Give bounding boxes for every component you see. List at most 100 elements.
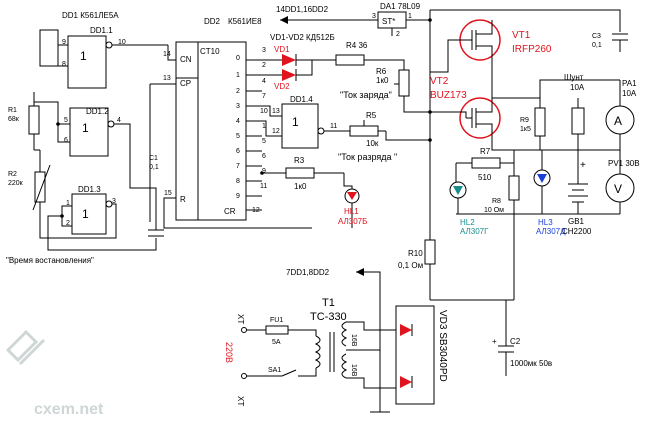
svg-text:16В: 16В: [350, 334, 357, 347]
svg-text:CT10: CT10: [200, 47, 220, 56]
svg-text:1к0: 1к0: [294, 182, 307, 191]
svg-text:R7: R7: [480, 147, 491, 156]
svg-text:3: 3: [372, 13, 376, 20]
svg-text:3: 3: [236, 103, 240, 110]
svg-text:VT1: VT1: [512, 30, 531, 41]
capacitor-c2: [498, 300, 514, 376]
svg-text:GB1: GB1: [568, 217, 585, 226]
svg-text:10к: 10к: [366, 139, 379, 148]
svg-text:4: 4: [262, 78, 266, 85]
svg-text:10: 10: [260, 108, 268, 115]
svg-text:1: 1: [292, 115, 299, 129]
watermark-logo: [5, 329, 46, 366]
diode-bridge-vd3: [395, 305, 435, 405]
battery-gb1: [568, 150, 588, 214]
svg-text:220к: 220к: [8, 180, 24, 187]
counter-dd2: CT10 CN CP R CR 0 1 2 3 4 5 6 7 8 9: [175, 41, 247, 221]
svg-text:+: +: [580, 160, 586, 171]
svg-text:R5: R5: [366, 111, 377, 120]
gate-dd1-3: 1: [71, 193, 113, 235]
svg-text:9: 9: [262, 168, 266, 175]
svg-text:7: 7: [236, 163, 240, 170]
svg-text:11: 11: [330, 123, 337, 130]
svg-text:1: 1: [82, 121, 89, 135]
resistor-r1: [28, 92, 40, 150]
svg-text:R10: R10: [408, 249, 423, 258]
resistor-r7: [456, 157, 514, 169]
svg-text:0,1: 0,1: [592, 42, 602, 49]
regulator-da1: ST*: [377, 11, 430, 36]
svg-text:0,1 Ом: 0,1 Ом: [398, 261, 423, 270]
svg-text:5: 5: [64, 117, 68, 124]
voltmeter-pv1: V: [605, 150, 635, 214]
svg-text:V: V: [614, 182, 622, 196]
svg-text:+: +: [492, 337, 497, 346]
svg-text:1000мк 50в: 1000мк 50в: [510, 359, 552, 368]
svg-text:7: 7: [262, 93, 266, 100]
svg-text:11: 11: [260, 183, 267, 190]
resistor-r6: [394, 69, 430, 113]
resistor-r8: [508, 150, 520, 214]
svg-text:C2: C2: [510, 337, 521, 346]
svg-text:4: 4: [236, 118, 240, 125]
dd1-2-label: DD1.2: [86, 107, 109, 116]
svg-text:0,1: 0,1: [149, 164, 159, 171]
resistor-r5: [349, 120, 386, 137]
charge-current-label: "Ток заряда": [340, 90, 392, 100]
svg-text:1: 1: [66, 200, 70, 207]
ground-supply-label: 7DD1,8DD2: [286, 268, 330, 277]
ammeter-pa1: А: [605, 80, 635, 150]
vd1-vd2-label: VD1-VD2 КД512Б: [270, 33, 335, 42]
svg-text:1: 1: [80, 49, 87, 63]
da1-supply-label: 14DD1,16DD2: [276, 5, 329, 14]
dd1-1-label: DD1.1: [90, 26, 113, 35]
svg-text:1: 1: [82, 207, 89, 221]
svg-text:R4 36: R4 36: [346, 41, 368, 50]
svg-text:SA1: SA1: [268, 367, 281, 374]
svg-text:68к: 68к: [8, 116, 20, 123]
svg-text:10А: 10А: [570, 83, 585, 92]
diode-vd2: [282, 69, 297, 81]
svg-text:1: 1: [262, 123, 266, 130]
discharge-current-label: "Ток разряда ": [338, 152, 397, 162]
svg-text:FU1: FU1: [270, 317, 283, 324]
svg-text:10А: 10А: [622, 89, 637, 98]
resistor-r9: [534, 98, 546, 150]
svg-text:АЛ307Д: АЛ307Д: [536, 227, 566, 236]
svg-text:13: 13: [272, 108, 280, 115]
svg-text:8: 8: [62, 61, 66, 68]
dd1-3-label: DD1.3: [78, 185, 101, 194]
switch-sa1: [281, 369, 297, 377]
svg-text:6: 6: [236, 148, 240, 155]
svg-text:6: 6: [262, 153, 266, 160]
svg-text:R3: R3: [294, 156, 305, 165]
svg-text:HL2: HL2: [460, 218, 475, 227]
svg-text:CP: CP: [180, 79, 191, 88]
svg-text:CN: CN: [180, 55, 192, 64]
svg-text:2: 2: [236, 88, 240, 95]
svg-text:CR: CR: [224, 207, 236, 216]
svg-text:1к0: 1к0: [376, 76, 389, 85]
svg-text:Шунт: Шунт: [564, 73, 584, 82]
svg-text:HL3: HL3: [538, 218, 553, 227]
svg-text:10: 10: [118, 39, 126, 46]
transformer-t1: [314, 321, 396, 389]
svg-text:9: 9: [62, 39, 66, 46]
led-hl2: [449, 163, 467, 214]
resistor-r4: [312, 54, 405, 70]
svg-text:14: 14: [163, 51, 171, 58]
svg-text:ST*: ST*: [382, 17, 395, 26]
mains-voltage: 220В: [224, 342, 234, 363]
svg-text:HL1: HL1: [344, 207, 359, 216]
svg-text:1: 1: [408, 13, 412, 20]
shunt-resistor: [571, 98, 585, 150]
resistor-r2: [32, 149, 51, 238]
svg-text:2: 2: [66, 220, 70, 227]
watermark-text: cxem.net: [34, 401, 104, 418]
svg-text:VD1: VD1: [274, 45, 290, 54]
svg-text:2: 2: [396, 31, 400, 38]
terminal-xt-1: XT: [236, 314, 245, 324]
mosfet-vt2: [459, 97, 501, 140]
capacitor-c1: [148, 229, 164, 237]
